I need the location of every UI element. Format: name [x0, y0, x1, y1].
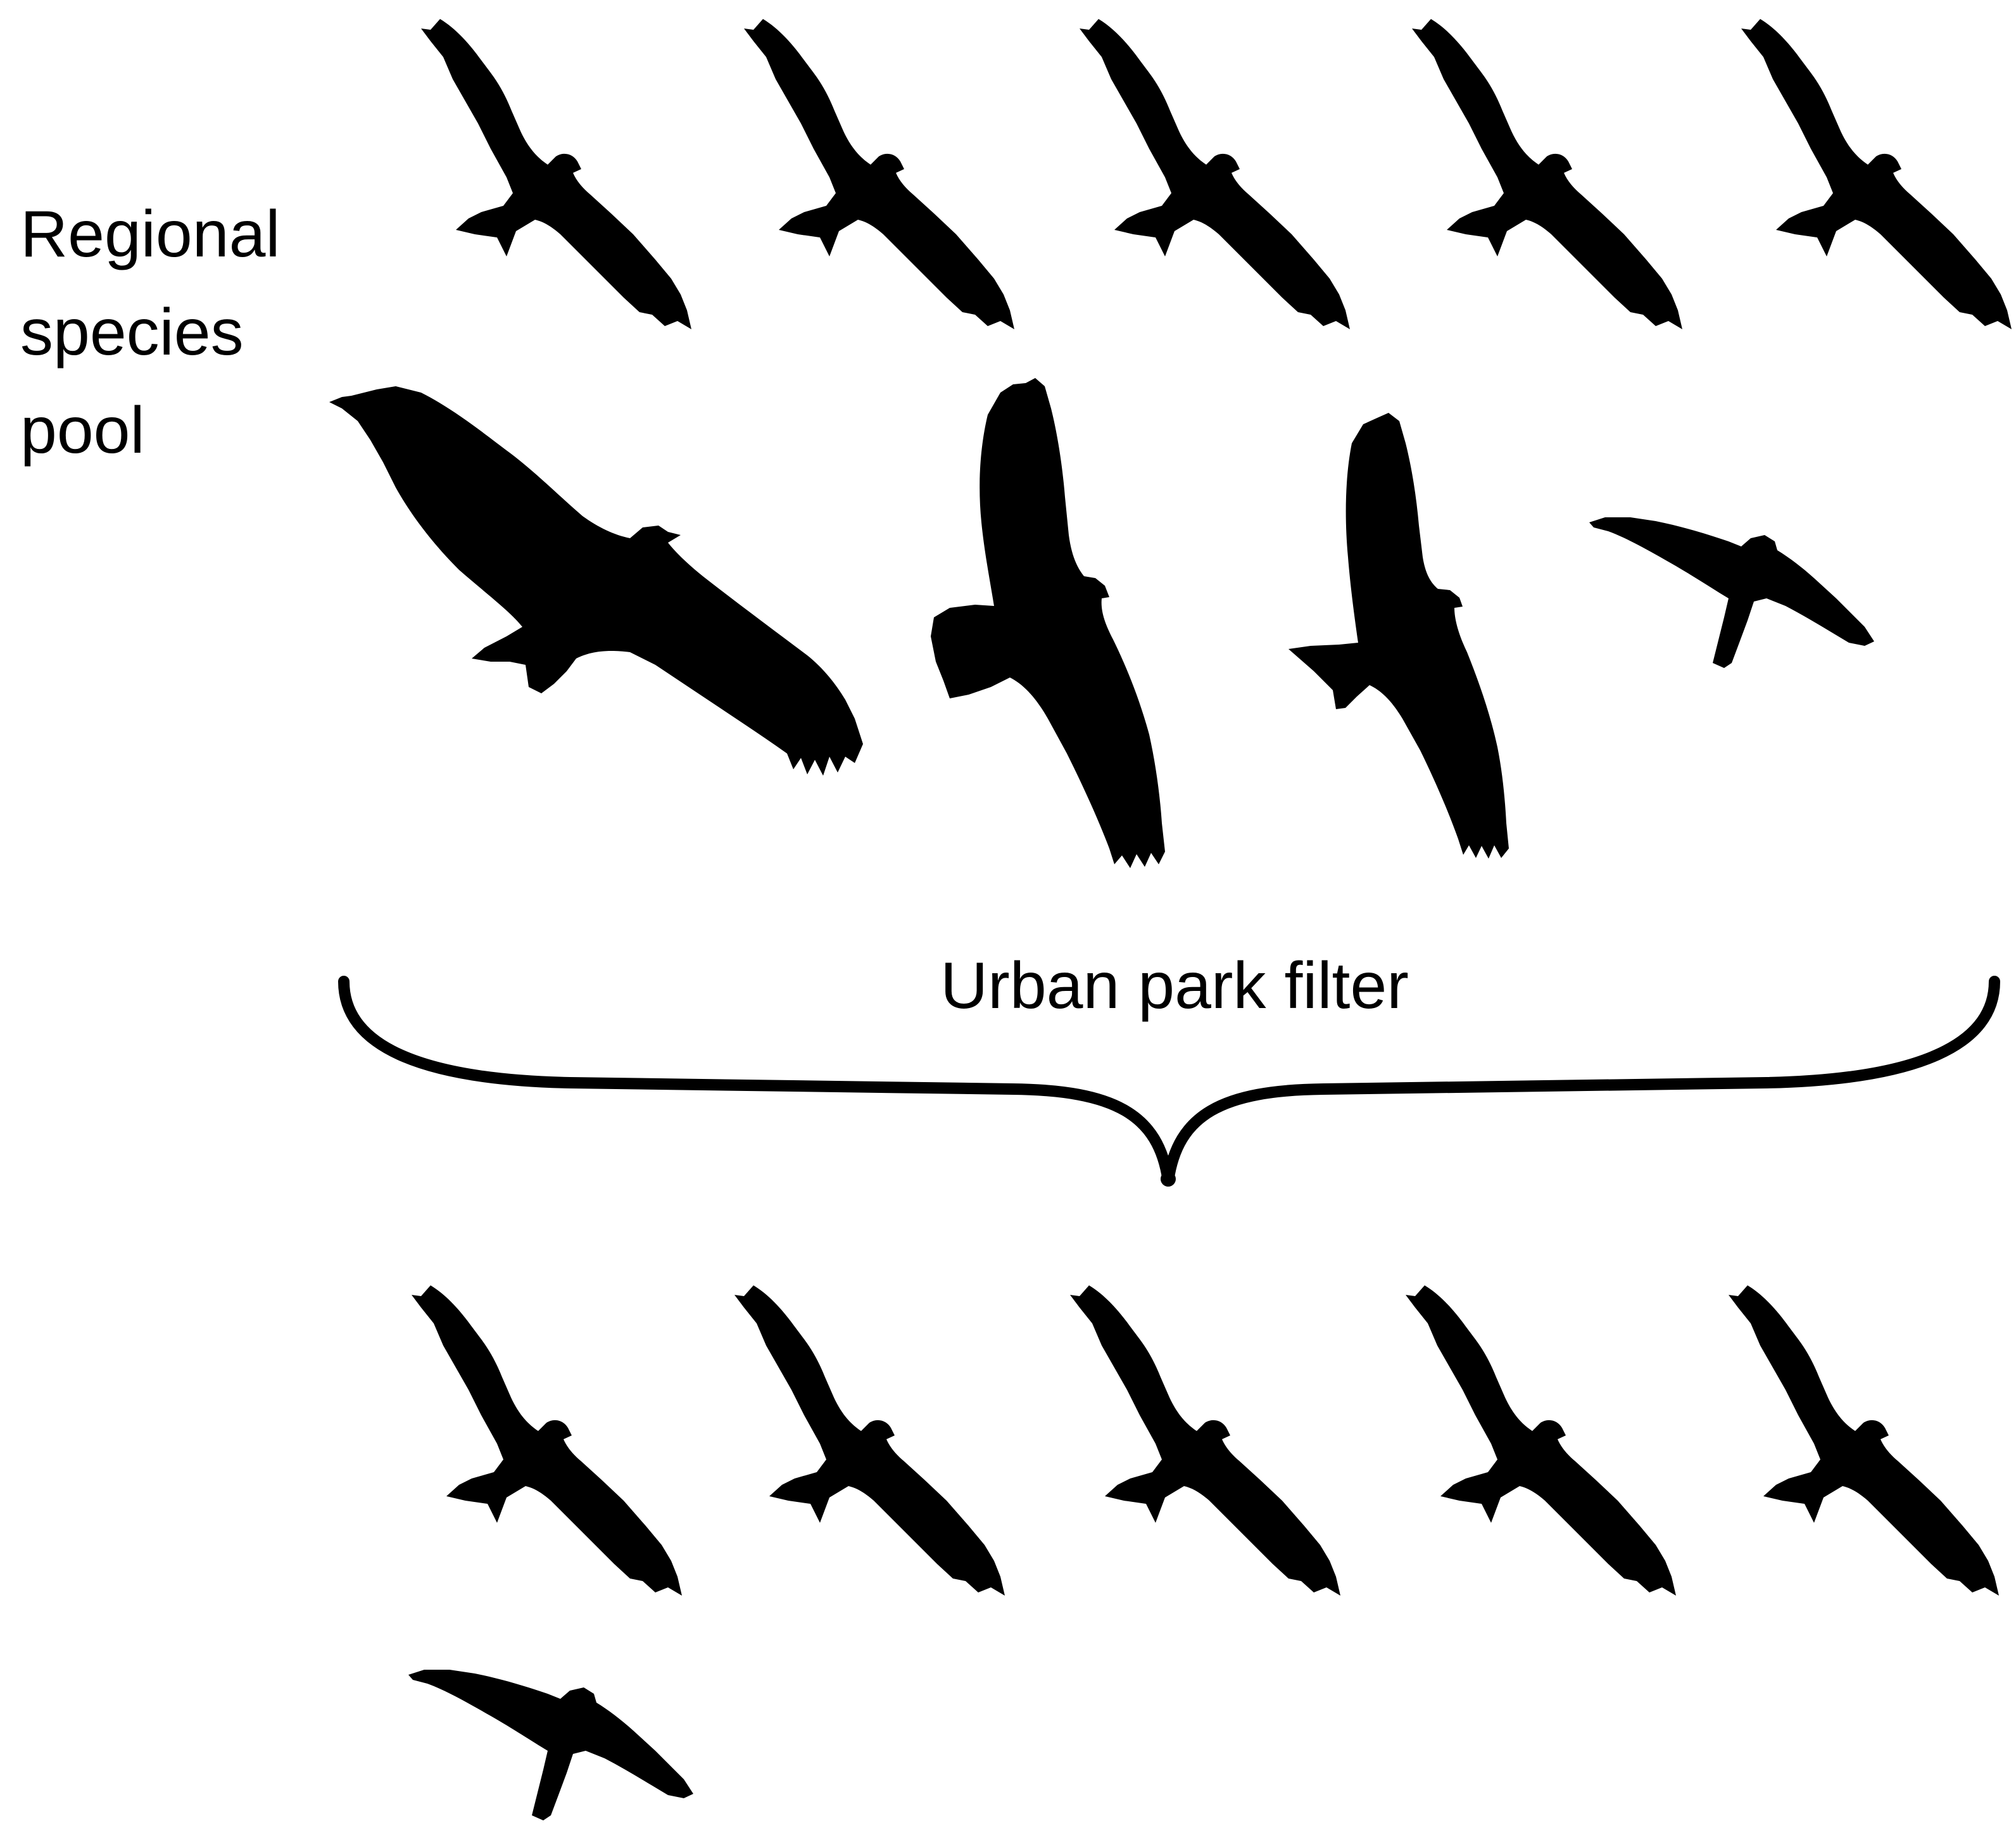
kite-silhouette-icon: [744, 19, 1014, 329]
pool-label-line-2: species: [20, 296, 244, 369]
regional-pool-other-species: [329, 378, 1874, 868]
regional-species-pool-label: Regional species pool: [20, 198, 280, 467]
brace-tip: [1161, 1171, 1176, 1187]
kite-silhouette-icon: [1412, 19, 1682, 329]
hawk-silhouette-icon: [1288, 413, 1509, 859]
kite-silhouette-icon: [1741, 19, 2012, 329]
kite-silhouette-icon: [1070, 1285, 1340, 1596]
pool-label-line-3: pool: [20, 394, 145, 467]
kite-silhouette-icon: [1729, 1285, 1999, 1596]
urban-park-filter-label: Urban park filter: [940, 949, 1409, 1023]
vulture-silhouette-icon: [329, 386, 863, 776]
pool-label-line-1: Regional: [20, 198, 280, 271]
kite-silhouette-icon: [1406, 1285, 1676, 1596]
regional-pool-kites: [421, 19, 2012, 329]
falcon-silhouette-icon: [1589, 517, 1874, 668]
falcon-silhouette-icon: [408, 1670, 693, 1820]
buteo-silhouette-icon: [931, 378, 1165, 868]
urban-park-other-species: [408, 1670, 693, 1820]
kite-silhouette-icon: [412, 1285, 682, 1596]
kite-silhouette-icon: [1080, 19, 1350, 329]
kite-silhouette-icon: [734, 1285, 1005, 1596]
kite-silhouette-icon: [421, 19, 691, 329]
urban-park-kites: [412, 1285, 1999, 1596]
